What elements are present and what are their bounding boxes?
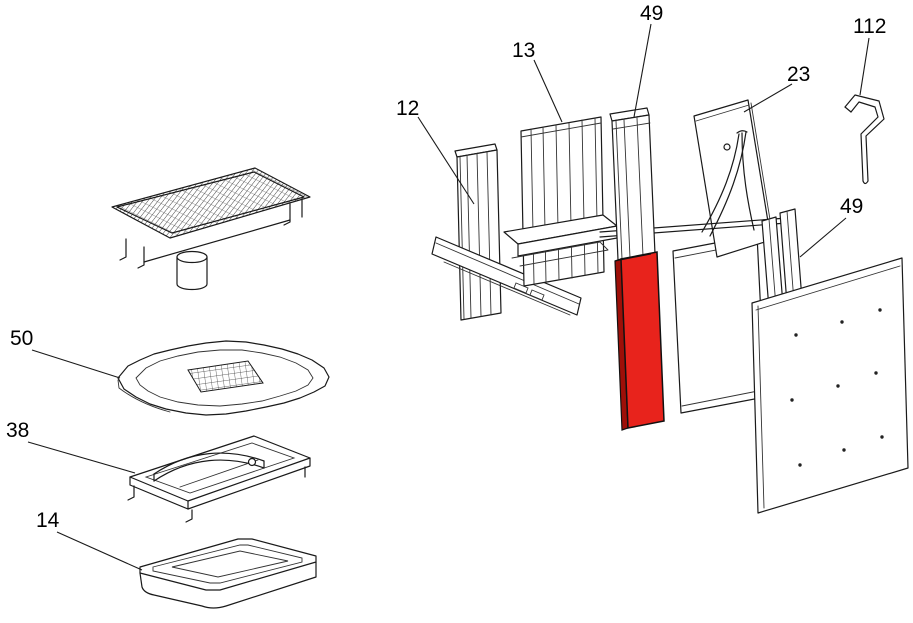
part-14: [139, 538, 317, 609]
part-rear-panel: [751, 257, 909, 514]
leader-line: [533, 59, 563, 123]
grate-frame: [111, 167, 311, 239]
label-49-top: 49: [633, 2, 663, 118]
red-plate-face: [620, 251, 665, 429]
grate-cylinder: [176, 250, 208, 291]
part-49-strip: [761, 208, 803, 310]
part-38: [127, 435, 311, 523]
leader-line: [56, 531, 143, 571]
part-number: 14: [36, 509, 60, 532]
panel-hole: [723, 143, 731, 151]
part-grate-assembly: [111, 167, 311, 291]
part-highlighted-red-plate: [614, 251, 665, 431]
leader-line: [799, 217, 847, 258]
part-number: 38: [6, 419, 29, 442]
part-number: 49: [840, 195, 863, 218]
label-50: 50: [10, 327, 121, 379]
part-number: 50: [10, 327, 33, 350]
part-number: 12: [396, 97, 419, 120]
part-mid-panel: [672, 234, 766, 414]
label-12: 12: [396, 97, 475, 205]
leader-line: [27, 441, 136, 474]
part-112: [844, 94, 885, 185]
label-14: 14: [36, 509, 143, 571]
tray-grid: [187, 360, 264, 393]
leader-line: [417, 116, 475, 205]
leader-line: [633, 23, 652, 118]
leader-line: [31, 349, 121, 379]
label-13: 13: [512, 39, 563, 123]
label-38: 38: [6, 419, 136, 474]
pivot-hole: [247, 457, 257, 467]
part-number: 23: [787, 63, 810, 86]
part-50: [117, 340, 330, 416]
part-front-rail: [431, 236, 582, 316]
tube-right: [741, 132, 755, 231]
part-number: 49: [640, 2, 663, 25]
leader-line: [859, 37, 870, 96]
label-112: 112: [853, 15, 886, 96]
label-23: 23: [743, 63, 810, 113]
part-13: [503, 116, 618, 287]
tube-middle: [709, 131, 747, 237]
part-number: 112: [853, 15, 886, 38]
part-12: [454, 143, 502, 321]
leader-line: [743, 83, 793, 113]
tube-left: [701, 133, 740, 233]
label-49-right: 49: [799, 195, 863, 258]
part-23: [693, 99, 774, 258]
part-number: 13: [512, 39, 535, 62]
